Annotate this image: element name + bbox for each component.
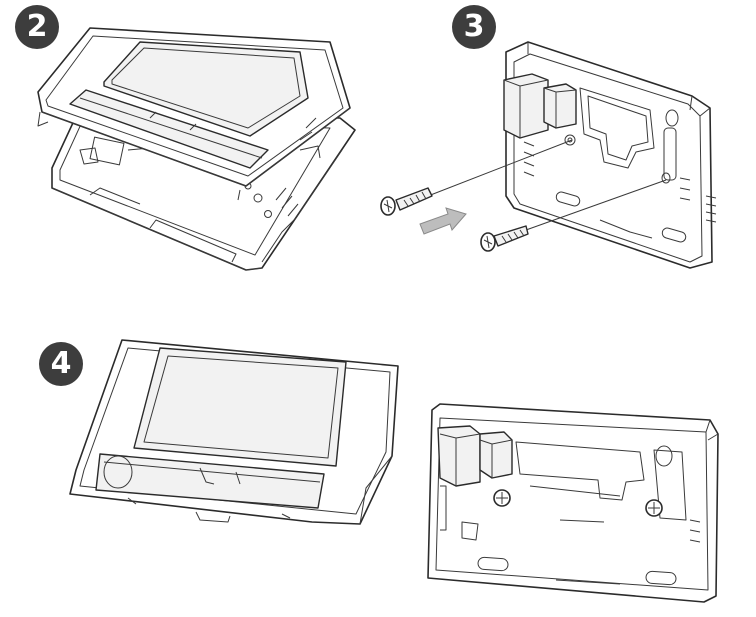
screw-lower <box>480 179 667 252</box>
step-3-illustration <box>380 41 717 269</box>
step-2-number: 2 <box>26 9 48 44</box>
step-4-badge: 4 <box>39 342 83 386</box>
step-4-front-cover <box>69 339 399 525</box>
step-3-badge: 3 <box>452 5 496 49</box>
step-4-number: 4 <box>50 346 72 381</box>
step-2-illustration <box>37 27 356 271</box>
insert-direction-arrow <box>419 207 467 235</box>
step-2-badge: 2 <box>15 5 59 49</box>
front-cover-tilted <box>37 27 351 201</box>
back-plate-mounting <box>503 41 717 269</box>
step-3-number: 3 <box>463 9 485 44</box>
screw-installed-right <box>645 499 663 517</box>
screw-installed-left <box>493 489 511 507</box>
step-4-back-plate-mounted <box>427 403 719 603</box>
screw-upper <box>380 139 573 216</box>
